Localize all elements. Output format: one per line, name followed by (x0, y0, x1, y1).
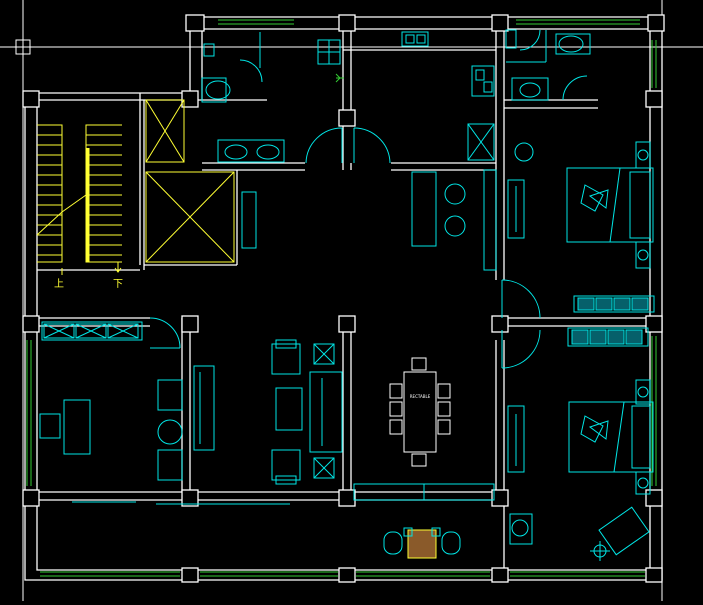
wardrobe-lower (567, 327, 649, 347)
balcony-table (383, 527, 461, 559)
living-area (193, 339, 343, 485)
bathroom-left (201, 32, 341, 163)
bedspread-pattern-bottom (580, 415, 609, 443)
bedspread-pattern-top (580, 184, 609, 212)
stair-down-label: 下 (113, 279, 123, 290)
dining-area (353, 171, 495, 501)
door-swings (149, 29, 588, 369)
bathroom-right (505, 29, 591, 101)
bedroom-bottom (507, 379, 654, 561)
kitchen (401, 31, 495, 161)
study-area (39, 321, 290, 505)
kitchen-fixture (335, 73, 344, 83)
stair-up-label: 上 (54, 278, 64, 290)
wardrobe-upper (573, 295, 655, 313)
dining-table-label: RECTABLE (410, 394, 431, 399)
staircase (36, 124, 122, 275)
windows (26, 19, 657, 577)
elevator-shaft (145, 99, 235, 263)
lift-door-panel (241, 191, 257, 249)
structural-columns (22, 14, 665, 583)
bedroom-top (483, 141, 654, 271)
